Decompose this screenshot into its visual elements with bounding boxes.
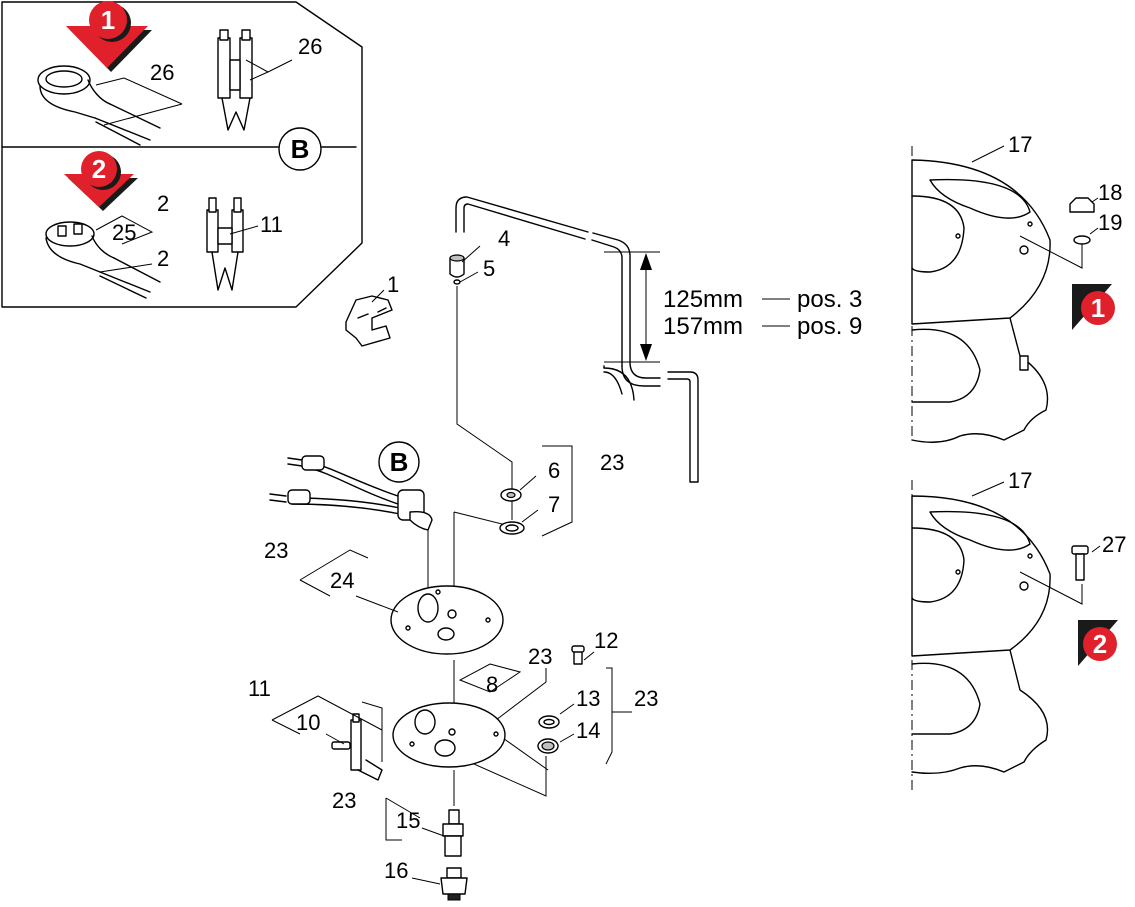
ignition-electrode-main <box>350 713 383 781</box>
callout-23-a: 23 <box>600 450 624 475</box>
callout-25: 25 <box>112 220 136 245</box>
callout-labels: 26 26 2 25 11 2 1 4 5 6 23 7 23 24 12 23… <box>112 34 1126 883</box>
burner-plate-upper <box>390 585 504 655</box>
burner-housing-variant-2 <box>911 480 1051 790</box>
callout-2-b: 2 <box>157 246 169 271</box>
electrode-bracket <box>345 295 393 347</box>
dim-pos9: pos. 9 <box>797 313 862 340</box>
nozzle-holder <box>442 809 464 857</box>
callout-1: 1 <box>387 272 399 297</box>
dim-157mm: 157mm <box>663 313 743 340</box>
inset-leaders <box>95 59 293 273</box>
electrode-cable-assembly <box>269 455 433 531</box>
callout-13: 13 <box>576 686 600 711</box>
oil-pipe-assembly <box>455 196 699 483</box>
nozzle-nut <box>449 254 465 285</box>
callout-17-a: 17 <box>1008 132 1032 157</box>
callout-23-d: 23 <box>634 686 658 711</box>
variant-2-arrow-marker: 2 <box>64 151 138 211</box>
callout-24: 24 <box>330 568 354 593</box>
dim-pos3: pos. 3 <box>797 286 862 313</box>
mounting-nut <box>1069 197 1095 213</box>
burner-housing-variant-1 <box>911 146 1051 443</box>
callout-19: 19 <box>1098 210 1122 235</box>
variant-1-marker-number: 1 <box>101 5 115 35</box>
mounting-washer <box>1073 235 1091 245</box>
callout-14: 14 <box>576 718 600 743</box>
callout-15: 15 <box>396 808 420 833</box>
callout-4: 4 <box>498 226 510 251</box>
mounting-bolt <box>1071 545 1089 581</box>
callout-7: 7 <box>548 492 560 517</box>
variant-1-side-marker: 1 <box>1072 284 1115 330</box>
sealing-washer <box>500 488 522 502</box>
callout-23-c: 23 <box>528 644 552 669</box>
callout-27: 27 <box>1102 532 1126 557</box>
detail-b-letter-main: B <box>390 447 409 477</box>
callout-11-inset: 11 <box>260 212 283 237</box>
detail-b-marker-inset: B <box>278 127 322 171</box>
callout-26-a: 26 <box>150 60 174 85</box>
screw <box>571 645 585 665</box>
ignition-electrode-v2 <box>206 197 244 291</box>
callout-6: 6 <box>548 458 560 483</box>
callout-12: 12 <box>594 628 618 653</box>
main-leaders <box>271 245 632 885</box>
dimension-arrow <box>640 253 652 361</box>
detail-b-letter-inset: B <box>291 134 310 164</box>
callout-17-b: 17 <box>1008 468 1032 493</box>
callout-26-b: 26 <box>298 34 322 59</box>
inset-panel <box>1 1 363 308</box>
right-leaders-1 <box>971 145 1099 269</box>
variant-2-side-marker: 2 <box>1078 620 1118 666</box>
insulator-disc <box>537 738 559 754</box>
callout-23-e: 23 <box>332 788 356 813</box>
variant-2-marker-number: 2 <box>92 154 106 184</box>
electrode-screw <box>331 741 351 750</box>
spring-washer <box>538 715 560 729</box>
callout-18: 18 <box>1098 180 1122 205</box>
burner-plate-lower <box>392 702 506 768</box>
variant-2-side-marker-number: 2 <box>1093 629 1107 659</box>
dim-125mm: 125mm <box>663 286 743 313</box>
callout-8: 8 <box>486 672 498 697</box>
callout-10: 10 <box>296 710 320 735</box>
dimension-table: 125mm pos. 3 157mm pos. 9 <box>663 286 862 340</box>
callout-23-b: 23 <box>264 538 288 563</box>
callout-16: 16 <box>384 858 408 883</box>
electrode-cable-cap-v2 <box>45 221 161 299</box>
detail-b-marker-main: B <box>378 441 420 483</box>
nozzle <box>440 867 468 901</box>
right-leaders-2 <box>971 481 1101 605</box>
ignition-electrode-v1 <box>217 29 253 131</box>
callout-11-main: 11 <box>248 676 271 701</box>
callout-5: 5 <box>483 256 495 281</box>
callout-2-a: 2 <box>157 191 169 216</box>
variant-1-arrow-marker: 1 <box>66 1 152 72</box>
electrode-cable-cap-v1 <box>37 65 161 146</box>
variant-1-side-marker-number: 1 <box>1091 293 1105 323</box>
o-ring <box>499 521 525 535</box>
